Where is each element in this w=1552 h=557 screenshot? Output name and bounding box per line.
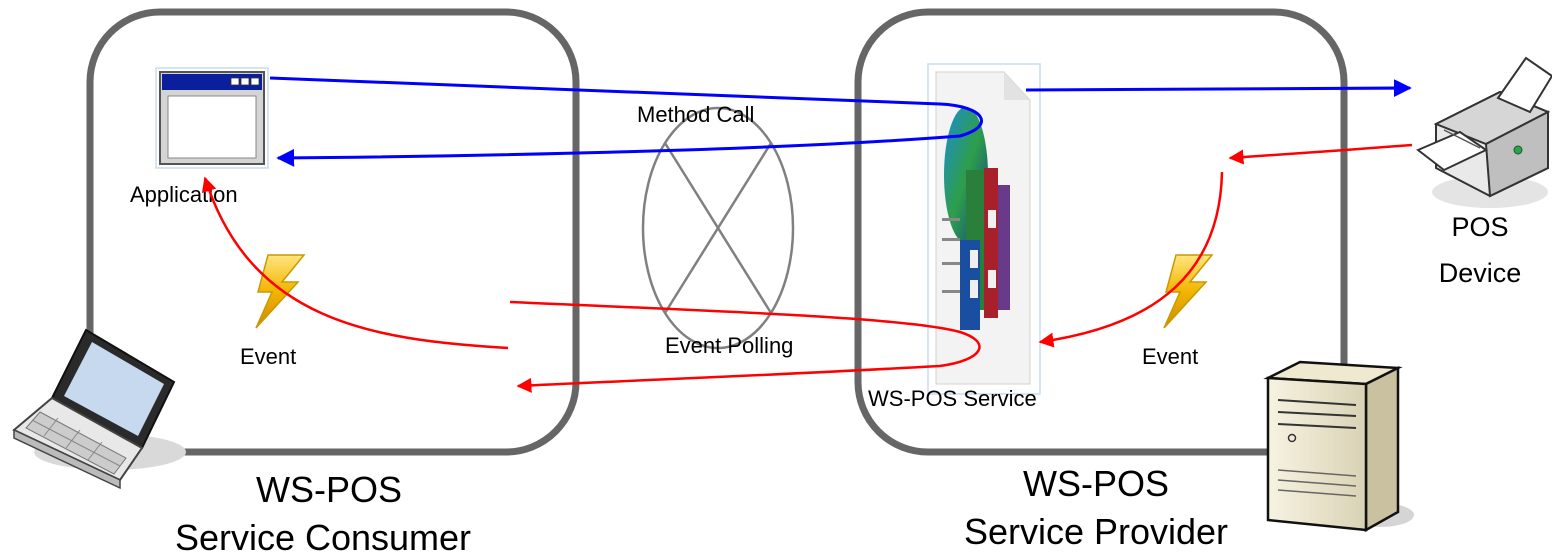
provider-event-arrow [1038, 171, 1224, 348]
consumer-event-bolt-icon [255, 254, 306, 329]
crossed-ellipse [641, 106, 795, 350]
consumer-title-line1: WS-POS [256, 469, 402, 510]
pos-device-label-line1: POS [1451, 212, 1508, 242]
provider-title-line2: Service Provider [964, 511, 1228, 552]
service-to-device-arrow [1025, 79, 1412, 98]
method-call-label: Method Call [637, 102, 754, 127]
ws-pos-service-document-icon [927, 63, 1041, 395]
ws-pos-service-label: WS-POS Service [868, 386, 1037, 411]
application-label: Application [130, 182, 238, 207]
server-icon [1263, 360, 1414, 533]
event-polling-label: Event Polling [665, 333, 793, 358]
pos-device-label-line2: Device [1439, 258, 1522, 288]
consumer-event-arrow [201, 176, 509, 350]
laptop-icon [12, 328, 186, 490]
consumer-title-line2: Service Consumer [175, 517, 471, 557]
provider-event-label: Event [1142, 344, 1198, 369]
service-consumer-box [86, 8, 580, 456]
consumer-event-label: Event [240, 344, 296, 369]
provider-title-line1: WS-POS [1023, 463, 1169, 504]
event-polling-arrow [509, 300, 981, 393]
pos-printer-icon [1416, 56, 1552, 208]
method-call-arrow [269, 76, 983, 167]
service-provider-box [854, 8, 1348, 456]
device-event-arrow [1228, 143, 1413, 165]
application-window-icon [155, 67, 269, 169]
